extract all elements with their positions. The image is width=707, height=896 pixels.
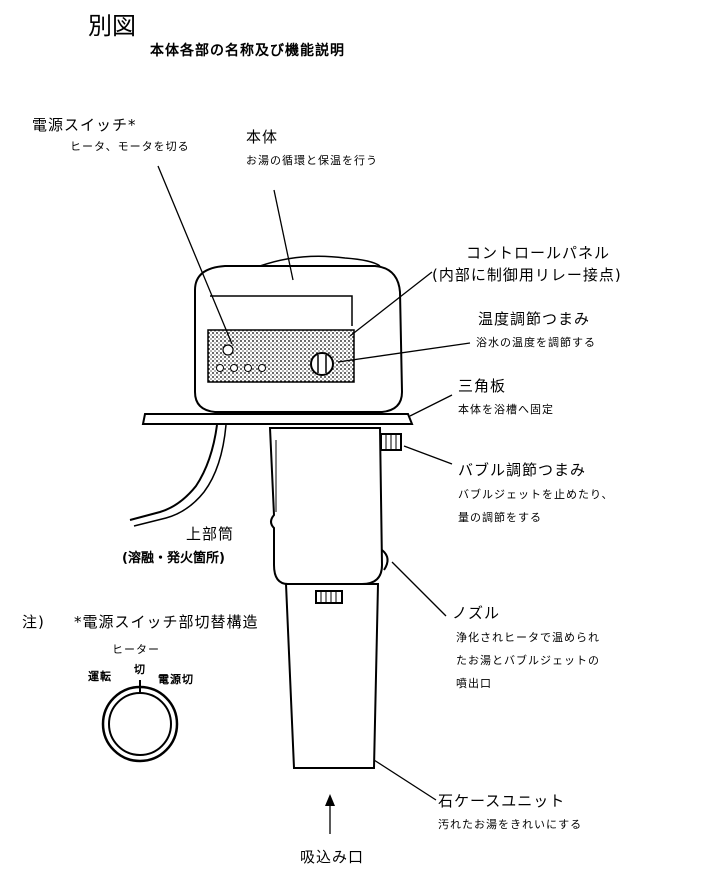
switch-dial-outer bbox=[101, 685, 179, 763]
power-cord bbox=[129, 424, 218, 521]
note-off: 切 bbox=[134, 663, 146, 676]
desc-triangle-plate: 本体を浴槽へ固定 bbox=[458, 403, 554, 416]
note-power-off: 電源切 bbox=[158, 673, 194, 686]
leader-stone-case bbox=[373, 759, 437, 801]
leader-main-body bbox=[273, 189, 294, 281]
note-heater: ヒーター bbox=[112, 643, 160, 656]
label-triangle-plate: 三角板 bbox=[458, 377, 507, 395]
upper-tube-shape bbox=[268, 427, 384, 585]
desc-temp-knob: 浴水の温度を調節する bbox=[476, 336, 596, 349]
label-power-switch: 電源スイッチ* bbox=[32, 116, 137, 134]
page-title: 本体各部の名称及び機能説明 bbox=[150, 43, 345, 59]
label-upper-tube: 上部筒 bbox=[186, 525, 235, 543]
leader-power-switch bbox=[157, 165, 233, 345]
desc-nozzle-line3: 噴出口 bbox=[456, 677, 492, 690]
desc-stone-case: 汚れたお湯をきれいにする bbox=[438, 818, 583, 831]
desc-nozzle-line1: 浄化されヒータで温められ bbox=[456, 631, 600, 644]
label-nozzle: ノズル bbox=[452, 604, 501, 622]
stone-case-latch bbox=[315, 590, 343, 604]
desc-main-body: お湯の循環と保温を行う bbox=[246, 154, 378, 167]
desc-bubble-knob-line1: バブルジェットを止めたり、 bbox=[458, 488, 614, 501]
leader-control-panel bbox=[349, 271, 433, 337]
desc-upper-tube: (溶融・発火箇所) bbox=[122, 551, 225, 566]
label-temp-knob: 温度調節つまみ bbox=[478, 310, 591, 328]
note-run: 運転 bbox=[88, 670, 112, 683]
leader-triangle-plate bbox=[409, 394, 453, 417]
desc-power-switch: ヒータ、モータを切る bbox=[70, 140, 190, 153]
desc-nozzle-line2: たお湯とバブルジェットの bbox=[456, 654, 600, 667]
note-prefix: 注) bbox=[22, 613, 45, 631]
desc-bubble-knob-line2: 量の調節をする bbox=[458, 511, 542, 524]
main-body-inner-bezel bbox=[210, 295, 353, 326]
figure-label: 別図 bbox=[88, 12, 136, 40]
note-title: *電源スイッチ部切替構造 bbox=[74, 613, 259, 631]
leader-temp-knob bbox=[337, 342, 471, 363]
leader-bubble-knob bbox=[403, 445, 453, 465]
power-switch-shape bbox=[222, 344, 234, 356]
label-main-body: 本体 bbox=[246, 128, 279, 146]
triangle-plate-shape bbox=[141, 413, 414, 425]
leader-nozzle bbox=[391, 561, 447, 617]
label-bubble-knob: バブル調節つまみ bbox=[458, 461, 587, 479]
main-body-housing bbox=[194, 265, 404, 413]
nozzle-shape bbox=[381, 549, 389, 571]
desc-control-panel: (内部に制御用リレー接点) bbox=[432, 266, 622, 284]
label-control-panel: コントロールパネル bbox=[466, 244, 611, 262]
stone-case-shape bbox=[284, 583, 380, 769]
label-stone-case: 石ケースユニット bbox=[438, 792, 566, 810]
main-body-top-ridge bbox=[259, 255, 381, 267]
power-cord-edge bbox=[133, 424, 227, 527]
intake-arrow-head bbox=[325, 794, 335, 806]
switch-dial-inner bbox=[108, 692, 172, 756]
label-intake: 吸込み口 bbox=[300, 848, 365, 866]
